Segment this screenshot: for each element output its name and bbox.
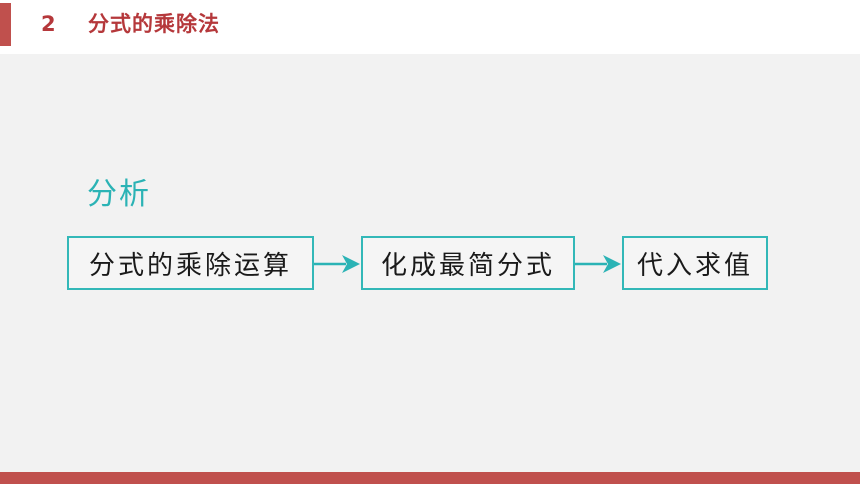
analysis-label: 分析 — [87, 177, 151, 212]
page-title: 分式的乘除法 — [88, 12, 220, 36]
flow-step-3: 代入求值 — [622, 236, 768, 290]
flow-arrow-icon — [575, 255, 621, 273]
flow-step-2: 化成最简分式 — [361, 236, 575, 290]
header-accent-bar — [0, 3, 11, 46]
flow-step-1: 分式的乘除运算 — [67, 236, 314, 290]
flow-arrow-icon — [314, 255, 360, 273]
section-number: 2 — [41, 12, 56, 36]
footer-bar — [0, 472, 860, 484]
